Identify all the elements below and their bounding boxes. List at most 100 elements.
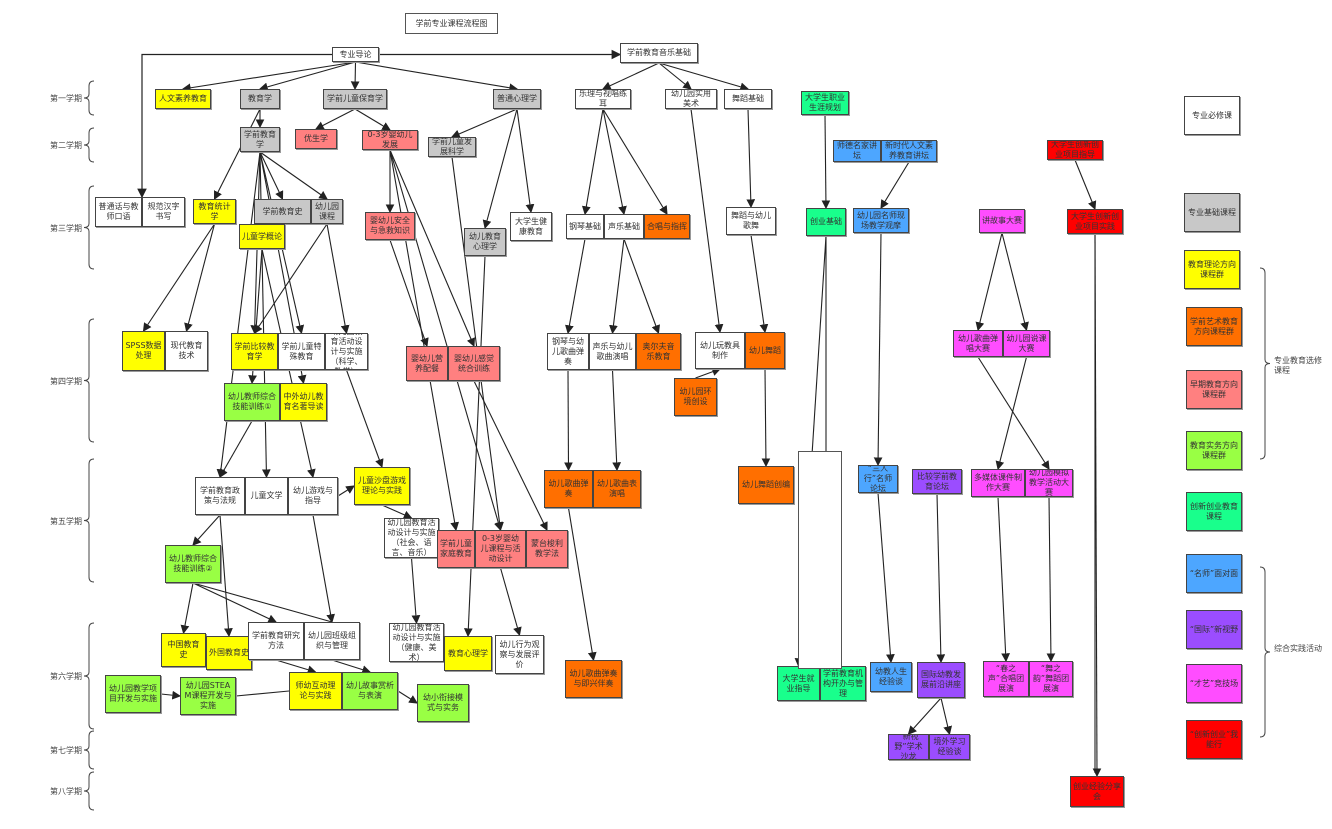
course-node[interactable]: 教育统计学 [193,199,236,224]
course-node[interactable]: 幼教人生经验谈 [870,662,912,692]
course-node[interactable]: 学前教育研究方法 [248,622,304,660]
course-node[interactable]: 学前教育政策与法规 [195,477,245,515]
course-node[interactable]: 幼儿园教学项目开发与实施 [105,675,161,713]
course-node[interactable]: 合唱与指挥 [644,214,690,239]
connector-arrow [473,380,548,531]
course-node[interactable]: 幼儿故事赏析与表演 [342,672,398,710]
legend-swatch: 教育理论方向课程群 [1184,250,1240,289]
course-node[interactable]: “舞之韵”舞蹈团展演 [1029,661,1073,697]
connector-arrow [259,151,284,200]
course-node[interactable]: 学前教育机构开办与管理 [820,666,866,701]
course-node[interactable]: 幼儿歌曲表演唱 [593,470,641,508]
course-node[interactable]: 儿童文学 [245,477,288,515]
connector-arrow [977,356,1050,470]
course-node[interactable]: 婴幼儿感觉统合训练 [448,346,500,381]
course-node[interactable]: 钢琴基础 [566,214,604,239]
course-node[interactable]: 学前教育学 [240,127,280,152]
course-node[interactable]: 幼儿园教育活动设计与实施（社会、语言、音乐） [384,518,439,558]
course-node[interactable]: 幼儿歌曲弹奏与即兴伴奏 [565,660,622,698]
course-node[interactable]: 大学生职业生涯规划 [801,91,849,115]
course-node[interactable]: 幼儿园实用美术 [665,89,717,109]
course-node[interactable]: 讲故事大赛 [979,209,1025,233]
course-node[interactable]: 学前比较教育学 [231,333,278,370]
course-node[interactable]: 普通话与教师口语 [95,197,142,227]
course-node[interactable]: 声乐与幼儿歌曲演唱 [589,333,636,370]
course-node[interactable]: 大学生创新创业项目实践 [1067,209,1123,234]
course-node[interactable]: 创业经验分享会 [1070,776,1124,807]
course-node[interactable]: 乐理与视唱练耳 [575,89,631,109]
course-node[interactable]: 奥尔夫音乐教育 [636,333,681,370]
course-node[interactable]: 新时代人文素养教育讲坛 [881,140,937,162]
course-node[interactable]: 婴幼儿营养配餐 [406,346,448,381]
course-node[interactable]: 大学生就业指导 [777,666,820,701]
course-node[interactable]: 幼儿园名师现场教学观摩 [853,208,909,233]
course-node[interactable]: 幼儿教育心理学 [464,228,506,256]
course-node[interactable]: 幼儿行为观察与发展评价 [495,635,544,674]
course-node[interactable]: 幼儿园模拟教学活动大赛 [1025,469,1073,497]
course-node[interactable]: 优生学 [295,129,337,149]
course-node[interactable]: “三人行”名师论坛 [858,465,898,493]
course-node[interactable]: 学前儿童保育学 [323,89,387,109]
course-node[interactable]: 幼儿歌曲弹奏 [544,470,593,508]
course-node[interactable]: “新视野”学术沙龙 [888,734,929,760]
course-node[interactable] [798,451,842,669]
course-node[interactable]: 幼儿歌曲弹唱大赛 [953,330,1003,357]
course-node[interactable]: 多媒体课件制作大赛 [971,469,1025,497]
course-node[interactable]: 师幼互动理论与实践 [289,672,342,710]
course-node[interactable]: 婴幼儿安全与急救知识 [365,212,415,240]
diagram-title: 学前专业课程流程图 [405,13,498,34]
course-node[interactable]: 钢琴与幼儿歌曲弹奏 [547,333,589,370]
course-node[interactable]: 人文素养教育 [155,89,211,109]
course-node[interactable]: 比较学前教育论坛 [912,469,962,494]
course-node[interactable]: 儿童学概论 [239,224,285,249]
course-node[interactable]: 学前儿童家庭教育 [437,530,475,568]
course-node[interactable]: 国际幼教发展前沿讲座 [917,662,965,698]
course-node[interactable]: 幼小衔接模式与实务 [417,684,469,722]
course-node[interactable]: 学前儿童特殊教育 [278,333,325,370]
course-node[interactable]: 幼儿教师综合技能训练② [165,545,221,583]
course-node[interactable]: 规范汉字书写 [142,197,185,227]
course-node[interactable]: 教育学 [240,89,280,109]
course-node[interactable]: 幼儿园说课大赛 [1003,330,1050,357]
course-node[interactable]: “春之声”合唱团展演 [983,661,1029,697]
course-node[interactable]: 舞蹈与幼儿歌舞 [726,207,776,235]
course-node[interactable]: 幼儿园教育活动设计与实施（科学、数学） [325,333,368,370]
course-node[interactable]: 创业基础 [806,208,846,236]
course-node[interactable]: 幼儿舞蹈 [745,332,785,369]
course-node[interactable]: 大学生创新创业项目指导 [1047,140,1103,160]
course-node[interactable]: 幼儿园STEAM课程开发与实施 [180,677,236,715]
course-node[interactable]: 外国教育史 [206,636,252,670]
course-node[interactable]: 儿童沙盘游戏理论与实践 [354,467,410,505]
course-node[interactable]: 幼儿园环境创设 [674,378,717,416]
course-node[interactable]: 中国教育史 [161,633,206,667]
course-node[interactable]: 学前教育音乐基础 [620,43,698,63]
course-node[interactable]: 蒙台梭利教学法 [526,530,568,568]
course-node[interactable]: 舞蹈基础 [724,89,772,109]
course-node[interactable]: 现代教育技术 [165,331,208,371]
course-node[interactable]: 幼儿园教育活动设计与实施（健康、美术） [389,623,444,662]
course-node[interactable]: 中外幼儿教育名著导读 [280,383,327,421]
course-node[interactable]: 教育心理学 [444,636,492,671]
course-node[interactable]: 幼儿教师综合技能训练① [224,383,280,421]
course-node[interactable]: 境外学习经验谈 [929,734,970,760]
course-node[interactable]: 幼儿舞蹈创编 [738,466,794,504]
course-node[interactable]: 大学生健康教育 [510,212,552,241]
course-node[interactable]: 师德名家讲坛 [833,140,881,162]
course-node[interactable]: 0-3岁婴幼儿发展 [362,130,418,150]
course-node[interactable]: 0-3岁婴幼儿课程与活动设计 [475,530,526,568]
connector-arrow [410,557,421,625]
course-node[interactable]: 专业导论 [332,47,379,62]
course-node[interactable]: 学前教育史 [254,199,311,224]
course-node[interactable]: 幼儿玩教具制作 [695,332,745,369]
course-node[interactable]: SPSS数据处理 [122,331,165,371]
course-node[interactable]: 幼儿园课程 [311,199,343,224]
connector-arrow [658,62,692,90]
course-node[interactable]: 普通心理学 [493,89,541,109]
course-node[interactable]: 声乐基础 [604,214,644,239]
course-node[interactable]: 幼儿游戏与指导 [288,477,338,515]
course-node[interactable]: 幼儿园班级组织与管理 [304,622,360,660]
connector-arrow [354,108,391,131]
course-node[interactable]: 学前儿童发展科学 [428,137,476,157]
connector-arrow [658,62,750,92]
connector-arrow [180,582,194,635]
